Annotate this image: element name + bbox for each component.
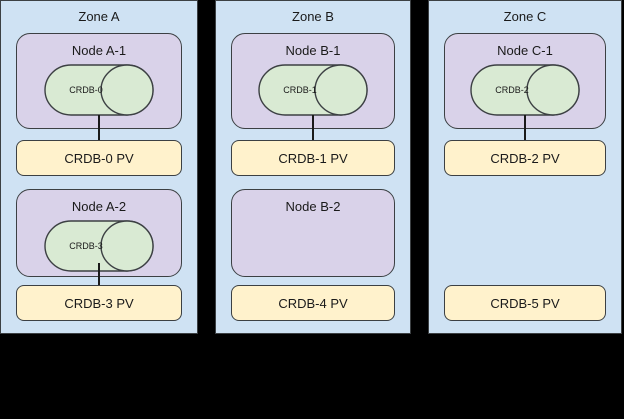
crdb-pod-label: CRDB-3 [69,241,103,251]
node-pv-connector [98,263,100,285]
pv-label: CRDB-2 PV [490,150,560,166]
pv-box[interactable]: CRDB-3 PV [16,285,182,321]
pv-box[interactable]: CRDB-0 PV [16,140,182,176]
pv-label: CRDB-5 PV [490,295,560,311]
pv-label: CRDB-0 PV [64,150,134,166]
node-box[interactable]: Node B-2 [231,189,395,277]
pv-box[interactable]: CRDB-2 PV [444,140,606,176]
pv-box[interactable]: CRDB-1 PV [231,140,395,176]
crdb-pod-cylinder-icon[interactable]: CRDB-0 [44,64,154,116]
node-pv-connector [524,115,526,140]
pv-label: CRDB-1 PV [278,150,348,166]
node-title: Node C-1 [497,43,553,58]
crdb-pod-label: CRDB-0 [69,85,103,95]
crdb-pod-cylinder-icon[interactable]: CRDB-2 [470,64,580,116]
pv-label: CRDB-3 PV [64,295,134,311]
crdb-pod-cylinder-icon[interactable]: CRDB-1 [258,64,368,116]
crdb-pod-cylinder-icon[interactable]: CRDB-3 [44,220,154,272]
crdb-pod-label: CRDB-1 [283,85,317,95]
node-pv-connector [98,115,100,140]
pv-label: CRDB-4 PV [278,295,348,311]
zone-title: Zone A [78,9,120,24]
node-title: Node A-1 [71,43,127,58]
node-title: Node B-1 [285,43,341,58]
zone-title: Zone B [292,9,334,24]
crdb-pod-label: CRDB-2 [495,85,529,95]
zone-title: Zone C [503,9,547,24]
node-title: Node B-2 [285,199,341,214]
pv-box[interactable]: CRDB-4 PV [231,285,395,321]
pv-box[interactable]: CRDB-5 PV [444,285,606,321]
node-pv-connector [312,115,314,140]
node-title: Node A-2 [71,199,127,214]
